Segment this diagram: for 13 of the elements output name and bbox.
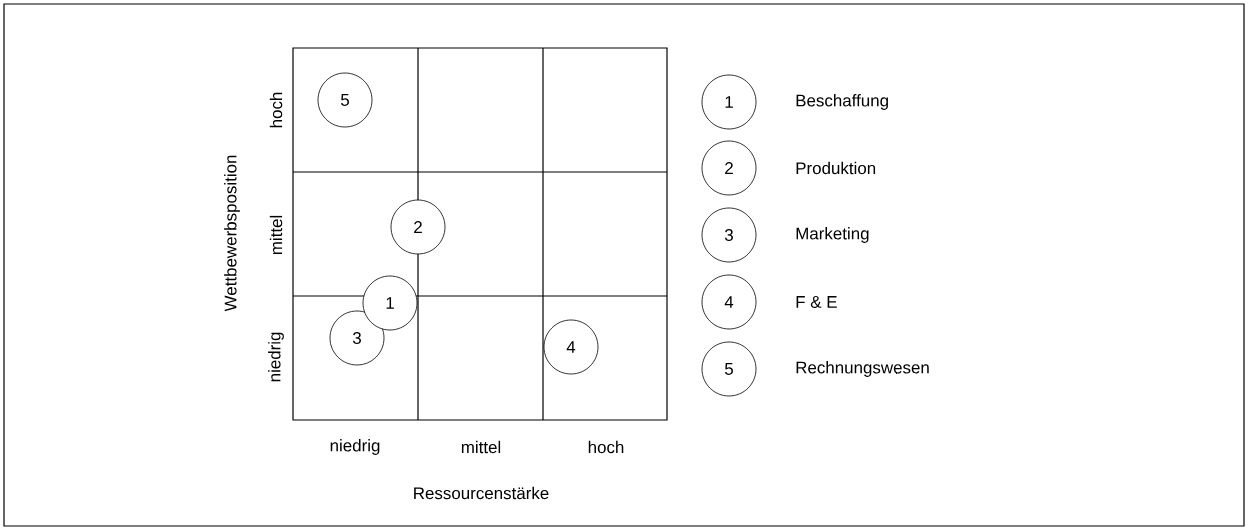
axis-title: Ressourcenstärke [414,486,549,500]
axis-label: hoch [269,92,283,128]
node-label: Rechnungswesen [796,361,929,377]
axis-label: niedrig [268,332,284,382]
axis-title: Wettbewerbsposition [224,155,240,312]
axis-label: niedrig [330,439,380,455]
node-label: Marketing [796,227,869,243]
axis-label: hoch [588,440,624,454]
node-label: F & E [796,296,837,308]
node-label: Produktion [796,161,876,175]
node-label: Beschaffung [796,94,888,110]
axis-label: mittel [461,440,501,454]
axis-label: mittel [269,215,283,255]
